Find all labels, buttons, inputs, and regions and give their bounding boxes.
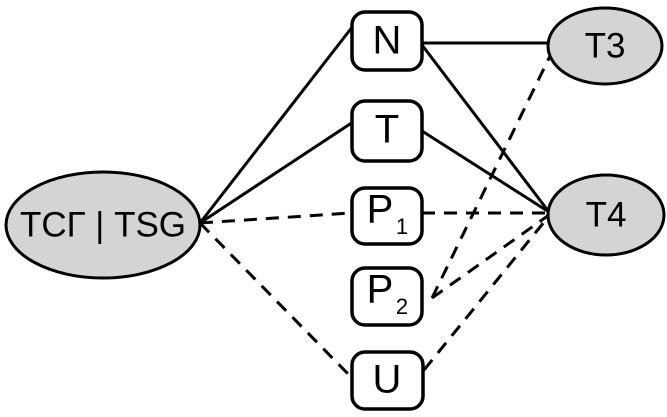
node-tsg[interactable]: ТСГ | TSG xyxy=(4,170,202,280)
node-t3[interactable]: T3 xyxy=(546,6,664,86)
edge-tsg-p1 xyxy=(199,211,352,225)
node-t-label: T xyxy=(375,108,399,152)
node-p1-subscript: 1 xyxy=(396,214,408,239)
node-u[interactable]: U xyxy=(350,350,425,411)
edge-tsg-n xyxy=(198,25,355,224)
node-n[interactable]: N xyxy=(350,10,424,72)
edge-tsg-u xyxy=(198,221,356,382)
node-t4-label: T4 xyxy=(586,195,627,234)
node-u-shape xyxy=(350,350,425,411)
node-p1-shape xyxy=(350,186,424,246)
node-t4[interactable]: T4 xyxy=(546,173,666,257)
edge-p2-t4 xyxy=(431,213,550,300)
edge-u-t4 xyxy=(422,215,551,371)
edge-n-t4 xyxy=(420,44,551,213)
node-tsg-label: ТСГ | TSG xyxy=(20,205,186,244)
node-p1[interactable]: P 1 xyxy=(350,186,424,246)
node-t[interactable]: T xyxy=(350,99,424,163)
node-p1-label: P xyxy=(367,188,394,232)
node-p2-subscript: 2 xyxy=(396,294,408,319)
node-t4-shape xyxy=(546,173,666,257)
node-t3-shape xyxy=(546,6,664,86)
node-p2-label: P xyxy=(367,268,394,312)
node-p2[interactable]: P 2 xyxy=(350,266,424,327)
node-t-shape xyxy=(350,99,424,163)
node-n-shape xyxy=(350,10,424,72)
edge-tsg-t xyxy=(199,120,354,225)
edge-p2-t3 xyxy=(430,53,553,299)
edge-layer xyxy=(198,25,553,382)
node-n-label: N xyxy=(373,19,402,63)
edge-t-t4 xyxy=(421,129,550,214)
node-p2-shape xyxy=(350,266,424,327)
node-tsg-shape xyxy=(4,170,202,280)
node-u-label: U xyxy=(373,358,402,402)
node-t3-label: T3 xyxy=(585,26,626,65)
